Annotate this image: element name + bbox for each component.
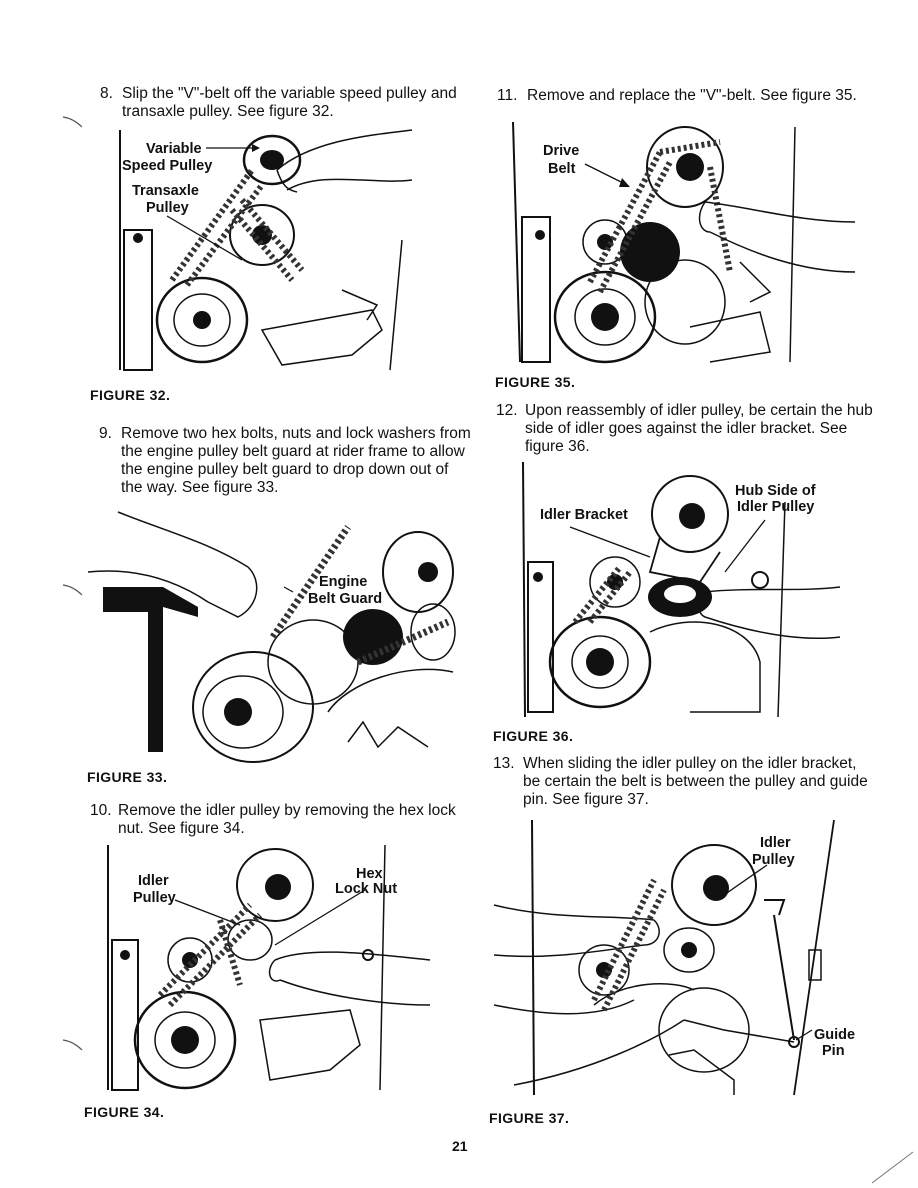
step-text-line: side of idler goes against the idler bra… <box>525 420 848 437</box>
step-10: 10. Remove the idler pulley by removing … <box>90 802 470 842</box>
figure-34-caption: FIGURE 34. <box>84 1104 165 1120</box>
step-text-line: figure 36. <box>525 438 590 455</box>
step-text-line: Remove two hex bolts, nuts and lock wash… <box>121 425 471 442</box>
figure-32-caption: FIGURE 32. <box>90 387 171 403</box>
step-11: 11. Remove and replace the "V"-belt. See… <box>497 87 877 107</box>
step-8: 8. Slip the "V"-belt off the variable sp… <box>100 85 480 125</box>
label-idler: Idler <box>138 873 169 889</box>
label-speed-pulley: Speed Pulley <box>122 158 212 174</box>
figure-35-illustration: Drive Belt <box>512 121 856 364</box>
step-text-line: be certain the belt is between the pulle… <box>523 773 868 790</box>
label-pin: Pin <box>822 1043 845 1059</box>
scan-mark <box>871 1151 914 1184</box>
label-pulley: Pulley <box>146 200 189 216</box>
scan-mark <box>62 116 83 128</box>
step-text-line: transaxle pulley. See figure 32. <box>122 103 334 120</box>
step-number: 12. <box>496 402 518 419</box>
step-number: 13. <box>493 755 515 772</box>
step-text-line: the engine pulley belt guard at rider fr… <box>121 443 465 460</box>
step-text-line: pin. See figure 37. <box>523 791 649 808</box>
figure-37-illustration: Idler Pulley Guide Pin <box>493 819 855 1096</box>
figure-36-illustration: Idler Bracket Hub Side of Idler Pulley <box>522 461 841 718</box>
figure-33-illustration: Engine Belt Guard <box>87 511 456 763</box>
label-hex: Hex <box>356 866 383 882</box>
step-12: 12. Upon reassembly of idler pulley, be … <box>496 402 876 460</box>
label-lock-nut: Lock Nut <box>335 881 397 897</box>
label-idler-bracket: Idler Bracket <box>540 507 628 523</box>
step-text-line: the way. See figure 33. <box>121 479 279 496</box>
label-engine: Engine <box>319 574 367 590</box>
figure-34-illustration: Idler Pulley Hex Lock Nut <box>107 844 431 1091</box>
label-pulley: Pulley <box>752 852 795 868</box>
step-text-line: nut. See figure 34. <box>118 820 245 837</box>
step-text-line: the engine pulley belt guard to drop dow… <box>121 461 449 478</box>
scan-mark <box>62 584 83 596</box>
label-variable: Variable <box>146 141 202 157</box>
figure-33-caption: FIGURE 33. <box>87 769 168 785</box>
label-idler: Idler <box>760 835 791 851</box>
scan-mark <box>62 1039 83 1051</box>
step-text-line: Slip the "V"-belt off the variable speed… <box>122 85 457 102</box>
label-guide: Guide <box>814 1027 855 1043</box>
step-text-line: When sliding the idler pulley on the idl… <box>523 755 857 772</box>
step-text-line: Upon reassembly of idler pulley, be cert… <box>525 402 873 419</box>
label-belt-guard: Belt Guard <box>308 591 382 607</box>
label-drive: Drive <box>543 143 579 159</box>
step-number: 11. <box>497 87 518 104</box>
label-hub-side-of: Hub Side of <box>735 483 816 499</box>
label-belt: Belt <box>548 161 576 177</box>
step-text-line: Remove and replace the "V"-belt. See fig… <box>527 87 857 104</box>
figure-32-illustration: Variable Speed Pulley Transaxle Pulley <box>119 129 413 371</box>
step-9: 9. Remove two hex bolts, nuts and lock w… <box>99 425 479 501</box>
step-number: 9. <box>99 425 112 442</box>
label-idler-pulley: Idler Pulley <box>737 499 814 515</box>
figure-36-caption: FIGURE 36. <box>493 728 574 744</box>
step-13: 13. When sliding the idler pulley on the… <box>493 755 873 813</box>
page-number: 21 <box>452 1138 468 1154</box>
label-pulley: Pulley <box>133 890 176 906</box>
step-text-line: Remove the idler pulley by removing the … <box>118 802 456 819</box>
label-transaxle: Transaxle <box>132 183 199 199</box>
figure-35-caption: FIGURE 35. <box>495 374 576 390</box>
figure-37-caption: FIGURE 37. <box>489 1110 570 1126</box>
step-number: 8. <box>100 85 113 102</box>
step-number: 10. <box>90 802 112 819</box>
